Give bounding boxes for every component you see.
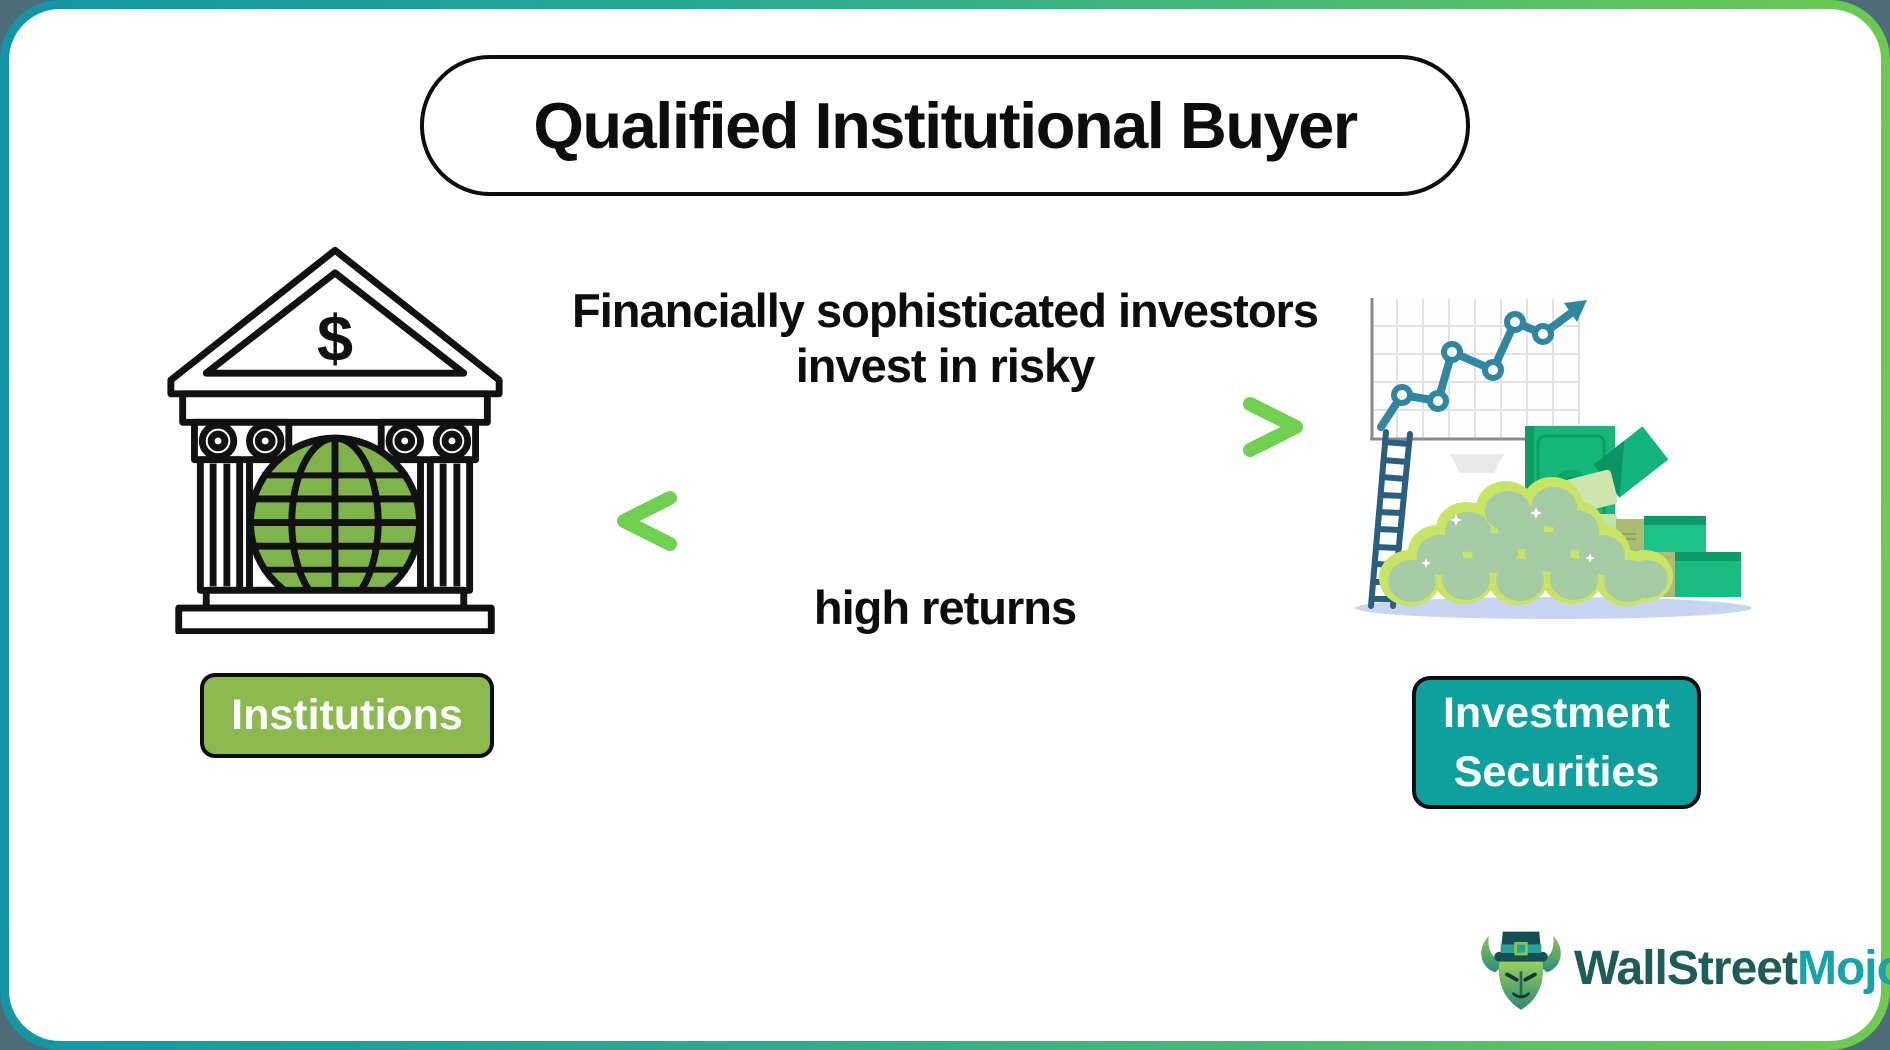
- flow-return-text: high returns: [813, 581, 1077, 634]
- wallstreetmojo-logo: WallStreetMojo: [1478, 922, 1890, 1014]
- flow-description: Financially sophisticated investors inve…: [500, 283, 1390, 394]
- investment-label-line1: Investment: [1442, 689, 1670, 738]
- left-gradient-arrow-icon: [617, 491, 1304, 551]
- title-pill: Qualified Institutional Buyer: [420, 55, 1470, 196]
- dollar-sign: $: [317, 301, 353, 374]
- growth-chart-money-illustration: [1355, 298, 1751, 619]
- flow-description-line1: Financially sophisticated investors: [572, 284, 1319, 337]
- page-title: Qualified Institutional Buyer: [533, 89, 1358, 162]
- right-gradient-arrow-icon: [616, 397, 1303, 457]
- logo-text-wallstreet: WallStreet: [1574, 941, 1798, 995]
- investment-securities-label: Investment Securities: [1412, 676, 1701, 809]
- bank-globe-icon: $: [167, 246, 503, 634]
- institutions-label: Institutions: [200, 673, 494, 758]
- investment-label-line2: Securities: [1453, 747, 1660, 796]
- institutions-label-text: Institutions: [231, 691, 463, 739]
- logo-text: WallStreetMojo: [1574, 941, 1890, 996]
- bull-mascot-icon: [1481, 931, 1561, 1010]
- logo-text-mojo: Mojo: [1796, 941, 1890, 995]
- flow-description-line2: invest in risky: [795, 339, 1096, 393]
